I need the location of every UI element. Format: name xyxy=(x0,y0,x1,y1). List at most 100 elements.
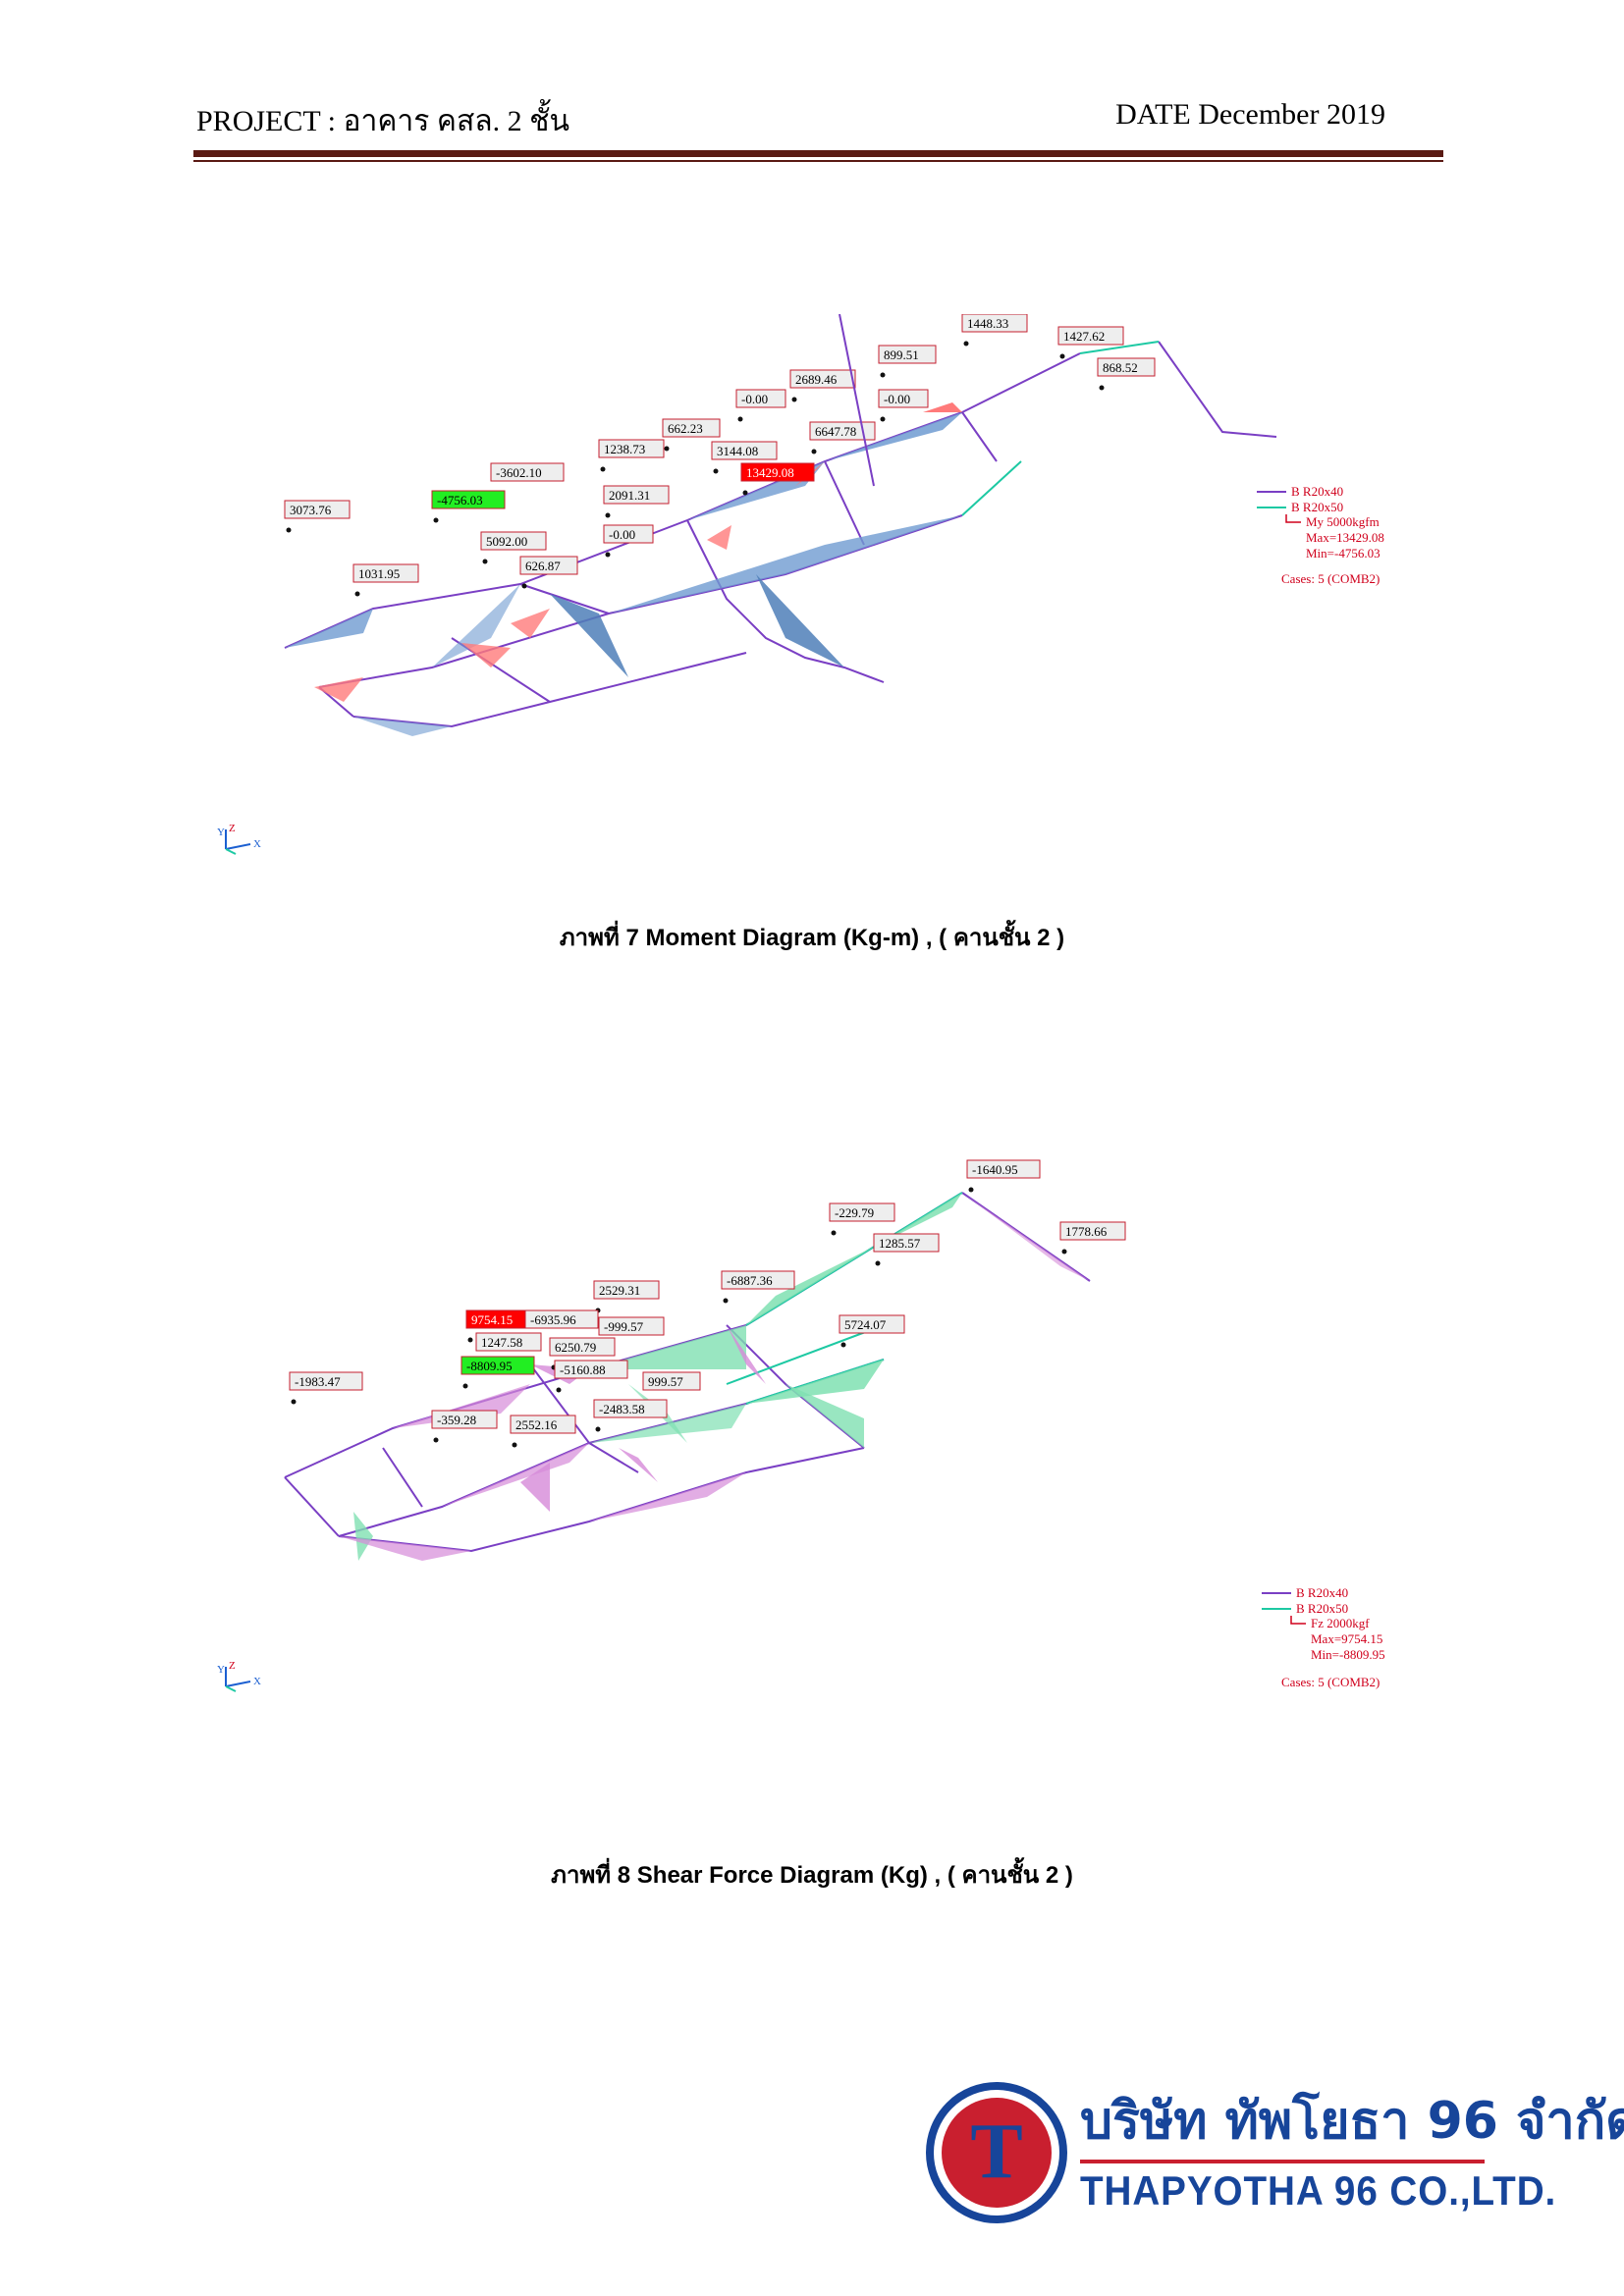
value-label: -1983.47 xyxy=(289,1371,363,1405)
value-label: -1640.95 xyxy=(966,1159,1041,1193)
value-label-text: 5092.00 xyxy=(486,534,527,549)
value-label: -6887.36 xyxy=(721,1270,795,1304)
value-label: -3602.10 xyxy=(490,462,565,496)
value-label: 2689.46 xyxy=(789,369,856,402)
svg-text:Y: Y xyxy=(217,827,225,838)
value-label: -229.79 xyxy=(829,1202,895,1236)
value-label: 13429.08 xyxy=(740,462,815,496)
value-label-text: -5160.88 xyxy=(560,1362,606,1377)
value-label-text: -0.00 xyxy=(609,527,635,542)
value-label: -2483.58 xyxy=(593,1399,668,1432)
value-label: 2529.31 xyxy=(593,1280,660,1313)
value-label: 3144.08 xyxy=(711,441,778,474)
svg-text:X: X xyxy=(253,1676,261,1687)
value-label-text: 899.51 xyxy=(884,347,919,362)
value-label-text: -0.00 xyxy=(741,392,768,406)
value-label-text: 3144.08 xyxy=(717,444,758,458)
legend-line-1: B R20x40 xyxy=(1291,484,1343,499)
value-label: -6935.96 xyxy=(524,1309,599,1343)
value-label: 5724.07 xyxy=(839,1314,905,1348)
value-label: -5160.88 xyxy=(554,1360,628,1393)
value-label: 2091.31 xyxy=(603,485,670,518)
shear-diagram-canvas: -1640.951778.66-229.791285.57-6887.36252… xyxy=(217,1159,1385,1692)
legend-line-4: Max=9754.15 xyxy=(1311,1631,1382,1646)
value-label: 5092.00 xyxy=(480,531,547,564)
legend-line-2: B R20x50 xyxy=(1291,500,1343,514)
moment-legend: B R20x40 B R20x50 My 5000kgfm Max=13429.… xyxy=(839,313,1384,586)
moment-fill-negative xyxy=(314,402,962,702)
value-label-text: 1285.57 xyxy=(879,1236,921,1251)
header-rule xyxy=(193,150,1443,157)
legend-line-6: Cases: 5 (COMB2) xyxy=(1281,1675,1380,1689)
value-label-text: -359.28 xyxy=(437,1413,476,1427)
moment-diagram-canvas: 1448.33 1427.62 868.52 899.51 2689.46 -0.00 -0… xyxy=(217,313,1384,855)
value-label: 3073.76 xyxy=(284,500,351,533)
value-label-text: 1238.73 xyxy=(604,442,645,456)
legend-line-2: B R20x50 xyxy=(1296,1601,1348,1616)
value-label-text: -6935.96 xyxy=(530,1312,576,1327)
project-title: PROJECT : อาคาร คสล. 2 ชั้น xyxy=(196,105,570,137)
value-label-text: 1427.62 xyxy=(1063,329,1105,344)
value-label-text: -4756.03 xyxy=(437,493,483,507)
legend-line-6: Cases: 5 (COMB2) xyxy=(1281,571,1380,586)
company-name-thai: บริษัท ทัพโยธา 96 จำกัด xyxy=(1080,2092,1624,2151)
value-label-text: -2483.58 xyxy=(599,1402,645,1416)
header-rule-thin xyxy=(193,160,1443,162)
moment-diagram: 1448.33 1427.62 868.52 899.51 2689.46 -0.00 -0… xyxy=(196,313,1434,864)
value-label: 6647.78 xyxy=(809,421,876,454)
svg-text:Z: Z xyxy=(229,1660,236,1672)
shear-fill-negative xyxy=(339,1193,1090,1561)
value-label: 868.52 xyxy=(1097,357,1156,391)
figure-7-caption: ภาพที่ 7 Moment Diagram (Kg-m) , ( คานชั… xyxy=(559,925,1065,951)
value-label: 1427.62 xyxy=(1057,326,1124,359)
value-label-text: 3073.76 xyxy=(290,503,332,517)
value-label: 9754.15 xyxy=(465,1309,532,1343)
value-label: 1031.95 xyxy=(352,563,419,597)
value-label: 6250.79 xyxy=(549,1337,616,1370)
value-label-text: 2552.16 xyxy=(515,1417,558,1432)
value-label-text: 9754.15 xyxy=(471,1312,513,1327)
value-label: -0.00 xyxy=(735,389,786,422)
svg-text:Z: Z xyxy=(229,823,236,834)
svg-text:X: X xyxy=(253,838,261,850)
value-label-text: 13429.08 xyxy=(746,465,794,480)
legend-line-5: Min=-8809.95 xyxy=(1311,1647,1385,1662)
value-label-text: 662.23 xyxy=(668,421,703,436)
value-label-text: -1983.47 xyxy=(295,1374,341,1389)
value-label-text: -999.57 xyxy=(604,1319,644,1334)
value-label-text: -229.79 xyxy=(835,1205,874,1220)
value-label-text: -0.00 xyxy=(884,392,910,406)
value-label-text: 5724.07 xyxy=(844,1317,887,1332)
logo-emblem-icon: T xyxy=(926,2082,1067,2223)
value-label-text: 6250.79 xyxy=(555,1340,596,1355)
legend-line-3: Fz 2000kgf xyxy=(1311,1616,1370,1630)
value-label: 899.51 xyxy=(878,345,937,378)
value-label: 1247.58 xyxy=(475,1332,542,1365)
value-label-text: 6647.78 xyxy=(815,424,856,439)
shear-value-labels: -1640.951778.66-229.791285.57-6887.36252… xyxy=(289,1159,1126,1448)
legend-line-4: Max=13429.08 xyxy=(1306,530,1384,545)
value-label-text: 1247.58 xyxy=(481,1335,522,1350)
value-label-text: -8809.95 xyxy=(466,1359,513,1373)
svg-text:T: T xyxy=(970,2109,1022,2195)
value-label: -359.28 xyxy=(431,1410,498,1443)
value-label: -0.00 xyxy=(878,389,929,422)
axis-triad-icon: Y Z X xyxy=(217,823,261,855)
company-name-english: THAPYOTHA 96 CO.,LTD. xyxy=(1080,2167,1557,2214)
legend-line-3: My 5000kgfm xyxy=(1306,514,1380,529)
value-label-text: 1448.33 xyxy=(967,316,1008,331)
value-label-text: 868.52 xyxy=(1103,360,1138,375)
legend-line-5: Min=-4756.03 xyxy=(1306,546,1380,561)
figure-8-caption: ภาพที่ 8 Shear Force Diagram (Kg) , ( คา… xyxy=(551,1862,1073,1889)
value-label-text: 1031.95 xyxy=(358,566,400,581)
value-label-text: 2091.31 xyxy=(609,488,650,503)
value-label: 626.87 xyxy=(519,556,578,589)
company-name-divider xyxy=(1080,2160,1485,2163)
value-label: -999.57 xyxy=(598,1316,665,1350)
shear-legend: B R20x40 B R20x50 Fz 2000kgf Max=9754.15… xyxy=(1262,1585,1385,1689)
value-label: -8809.95 xyxy=(460,1356,535,1389)
value-label: 662.23 xyxy=(662,418,721,452)
svg-text:Y: Y xyxy=(217,1664,225,1676)
value-label-text: -1640.95 xyxy=(972,1162,1018,1177)
value-label: 1238.73 xyxy=(598,439,665,472)
